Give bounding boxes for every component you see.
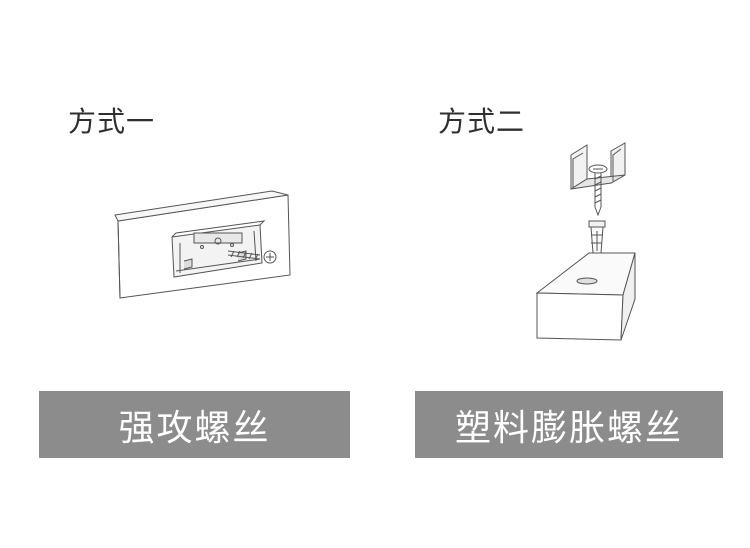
plastic-expansion-screw-illustration <box>535 142 636 341</box>
self-tapping-screw-illustration <box>114 190 291 299</box>
self-tapping-screw-label-banner: 强攻螺丝 <box>39 391 350 458</box>
method-one-title: 方式一 <box>68 105 156 138</box>
method-two-title: 方式二 <box>438 105 526 138</box>
plastic-expansion-screw-label-banner: 塑料膨胀螺丝 <box>415 391 723 458</box>
